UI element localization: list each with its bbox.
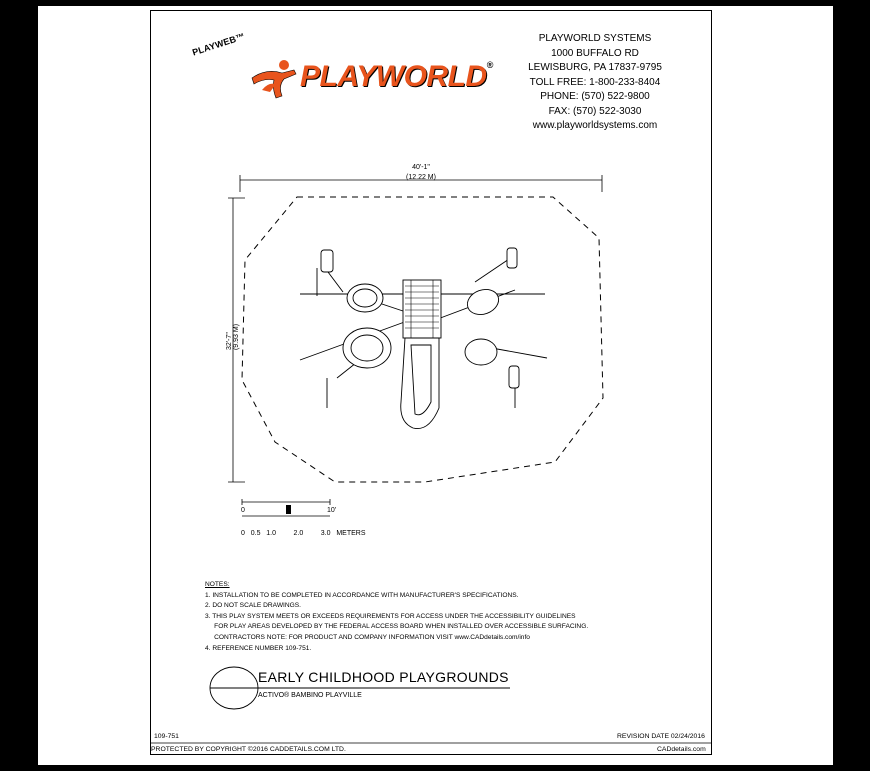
- detail-symbol: [209, 666, 259, 710]
- copyright-notice: PROTECTED BY COPYRIGHT ©2016 CADDETAILS.…: [151, 746, 346, 753]
- use-zone-boundary: [241, 196, 604, 483]
- company-tollfree: TOLL FREE: 1-800-233-8404: [529, 76, 661, 88]
- note-item: CONTRACTORS NOTE: FOR PRODUCT AND COMPAN…: [205, 633, 530, 641]
- company-street: 1000 BUFFALO RD: [551, 47, 639, 59]
- site-name: CADdetails.com: [657, 746, 706, 753]
- company-city: LEWISBURG, PA 17837-9795: [528, 62, 662, 73]
- brand-logo-text: PLAYWORLD®: [300, 60, 493, 94]
- company-name: PLAYWORLD SYSTEMS: [538, 33, 652, 44]
- scale-feet-end: 10': [327, 507, 337, 514]
- revision-date: REVISION DATE 02/24/2016: [617, 733, 705, 740]
- width-metric: (12.22 M): [406, 174, 436, 181]
- note-item: 3. THIS PLAY SYSTEM MEETS OR EXCEEDS REQ…: [205, 612, 576, 620]
- footer-rule: [150, 742, 712, 744]
- playworld-figure-icon: [251, 60, 297, 99]
- scale-meters: 0 0.5 1.0 2.0 3.0 METERS: [241, 530, 366, 537]
- width-dimension: 40'-1" (12.22 M): [240, 163, 602, 183]
- playground-plan: [228, 175, 604, 483]
- width-imperial: 40'-1": [412, 164, 430, 171]
- notes-block: NOTES: 1. INSTALLATION TO BE COMPLETED I…: [205, 580, 588, 654]
- note-item: 2. DO NOT SCALE DRAWINGS.: [205, 602, 301, 610]
- company-phone: PHONE: (570) 522-9800: [540, 91, 650, 102]
- sheet-subtitle: ACTIVO® BAMBINO PLAYVILLE: [258, 692, 362, 699]
- note-item: 1. INSTALLATION TO BE COMPLETED IN ACCOR…: [205, 591, 519, 599]
- dimension-lines: [228, 175, 603, 483]
- title-underline: [256, 687, 510, 689]
- sheet-title: EARLY CHILDHOOD PLAYGROUNDS: [258, 669, 509, 685]
- notes-heading: NOTES:: [205, 581, 230, 588]
- registered-mark: ®: [486, 60, 494, 70]
- sheet-border: [150, 10, 712, 755]
- reference-number: 109-751: [154, 733, 179, 740]
- company-website: www.playworldsystems.com: [532, 120, 658, 131]
- play-structure: [299, 247, 548, 430]
- scale-bar: [241, 499, 331, 517]
- company-address: PLAYWORLD SYSTEMS 1000 BUFFALO RD LEWISB…: [495, 32, 695, 134]
- company-fax: FAX: (570) 522-3030: [548, 105, 642, 117]
- note-item: FOR PLAY AREAS DEVELOPED BY THE FEDERAL …: [205, 623, 589, 631]
- scale-feet-start: 0: [241, 507, 245, 514]
- note-item: 4. REFERENCE NUMBER 109-751.: [205, 644, 312, 652]
- brand-name: PLAYWORLD: [300, 60, 487, 93]
